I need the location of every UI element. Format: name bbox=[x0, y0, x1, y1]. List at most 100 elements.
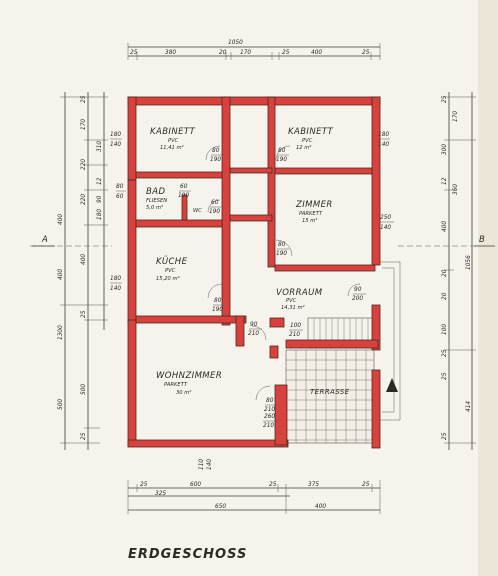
svg-text:140: 140 bbox=[110, 142, 121, 148]
left-inner-dim: 220 bbox=[81, 159, 87, 170]
left-inner-dim: 500 bbox=[81, 384, 87, 395]
opening-label: 180 140 bbox=[110, 276, 122, 292]
svg-text:80: 80 bbox=[278, 242, 286, 248]
left-inner-dim: 25 bbox=[81, 432, 87, 440]
right-inner-dim: 25 bbox=[442, 349, 448, 357]
svg-text:90: 90 bbox=[354, 287, 362, 293]
svg-text:80: 80 bbox=[266, 398, 274, 404]
door-swing bbox=[207, 199, 221, 213]
svg-text:190: 190 bbox=[209, 209, 220, 215]
svg-text:140: 140 bbox=[207, 459, 213, 470]
door-swing bbox=[207, 283, 223, 299]
walls bbox=[127, 96, 381, 449]
left-inner-dim: 25 bbox=[81, 310, 87, 318]
interior-wall bbox=[269, 345, 279, 359]
interior-wall bbox=[235, 315, 245, 347]
interior-wall bbox=[135, 219, 223, 228]
bottom-dim: 400 bbox=[315, 504, 326, 510]
svg-text:110: 110 bbox=[199, 459, 205, 470]
interior-wall bbox=[274, 167, 373, 175]
svg-text:80: 80 bbox=[116, 184, 124, 190]
top-total-dim: 1050 bbox=[228, 40, 243, 46]
top-dim: 25 bbox=[130, 50, 138, 56]
bottom-dim: 650 bbox=[215, 504, 226, 510]
right-dimension-chains: 1056 414 25 170 300 12 360 400 20 20 100… bbox=[442, 92, 476, 450]
room-name: KABINETT bbox=[150, 127, 195, 137]
outer-wall bbox=[371, 96, 381, 266]
room-floor: PVC bbox=[168, 138, 179, 144]
room-name: BAD bbox=[146, 187, 165, 197]
outer-wall bbox=[127, 96, 137, 181]
svg-text:90: 90 bbox=[250, 322, 258, 328]
room-area: 11,41 m² bbox=[160, 145, 184, 151]
outer-wall bbox=[127, 96, 381, 106]
interior-wall bbox=[229, 167, 273, 174]
room-area: 15,20 m² bbox=[156, 276, 180, 282]
svg-text:250: 250 bbox=[380, 215, 391, 221]
room-area: 12 m² bbox=[296, 145, 311, 151]
top-dimension-chain: 1050 25 380 20 170 25 400 25 bbox=[127, 40, 381, 60]
svg-text:260: 260 bbox=[264, 414, 275, 420]
outer-wall bbox=[371, 369, 381, 449]
left-mid-dim: 90 bbox=[97, 195, 103, 203]
interior-wall bbox=[221, 96, 231, 326]
svg-text:210: 210 bbox=[264, 407, 275, 413]
left-inner-dim: 400 bbox=[81, 254, 87, 265]
interior-wall bbox=[274, 264, 376, 272]
opening-label: 90 210 bbox=[248, 322, 262, 337]
right-inner-dim: 100 bbox=[442, 324, 448, 335]
entrance-arrow-icon bbox=[386, 378, 398, 392]
bottom-dim: 25 bbox=[140, 482, 148, 488]
svg-text:140: 140 bbox=[110, 286, 121, 292]
left-outer-dim: 400 bbox=[58, 269, 64, 280]
room-floor: PVC bbox=[302, 138, 313, 144]
left-outer-dim: 400 bbox=[58, 214, 64, 225]
left-inner-dim: 220 bbox=[81, 194, 87, 205]
door-swing bbox=[347, 283, 361, 297]
svg-text:80: 80 bbox=[214, 298, 222, 304]
room-area: 30 m² bbox=[176, 390, 191, 396]
svg-text:60: 60 bbox=[211, 200, 219, 206]
room-labels: KABINETT PVC 11,41 m² KABINETT PVC 12 m²… bbox=[146, 127, 349, 396]
room-floor: PARKETT bbox=[164, 382, 188, 388]
right-inner-dim: 360 bbox=[453, 184, 459, 195]
right-inner-dim: 12 bbox=[442, 177, 448, 185]
terrace-area bbox=[285, 349, 375, 444]
svg-text:180: 180 bbox=[110, 276, 121, 282]
right-inner-dim: 20 bbox=[442, 269, 448, 277]
left-mid-dim: 12 bbox=[97, 177, 103, 185]
svg-text:210: 210 bbox=[248, 331, 259, 337]
top-dim: 170 bbox=[240, 50, 251, 56]
top-dim: 25 bbox=[282, 50, 290, 56]
bottom-dim: 25 bbox=[362, 482, 370, 488]
left-mid-dim: 310 bbox=[97, 141, 103, 152]
svg-text:200: 200 bbox=[352, 296, 363, 302]
top-dim: 380 bbox=[165, 50, 176, 56]
interior-wall bbox=[135, 315, 247, 324]
room-floor: PARKETT bbox=[299, 211, 323, 217]
door-swing bbox=[255, 385, 271, 401]
top-dim: 25 bbox=[362, 50, 370, 56]
opening-label: 60 190 bbox=[209, 200, 222, 215]
section-line: A B bbox=[30, 235, 495, 247]
room-area: 5,0 m² bbox=[146, 205, 163, 211]
room-area: 15 m² bbox=[302, 218, 317, 224]
door-swing bbox=[205, 145, 221, 161]
left-dimension-chains: 400 400 1300 500 25 170 220 220 400 25 5… bbox=[58, 92, 108, 450]
door-swing bbox=[251, 325, 267, 341]
interior-wall bbox=[181, 194, 188, 221]
right-inner-dim: 25 bbox=[442, 372, 448, 380]
svg-text:60: 60 bbox=[180, 184, 188, 190]
room-floor: PVC bbox=[165, 268, 176, 274]
svg-text:140: 140 bbox=[378, 142, 389, 148]
right-inner-dim: 400 bbox=[442, 221, 448, 232]
section-mark-b: B bbox=[479, 235, 485, 245]
